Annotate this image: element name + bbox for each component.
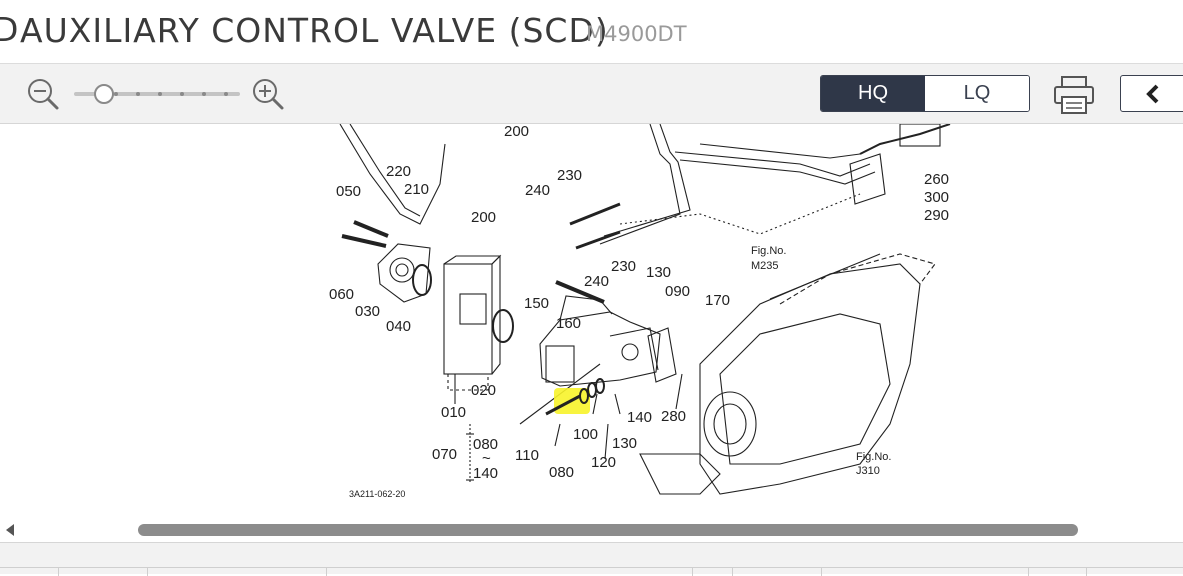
slider-tick (180, 92, 184, 96)
status-cell-divider (692, 568, 693, 576)
part-label[interactable]: 290 (924, 207, 949, 224)
part-label[interactable]: 080 (549, 464, 574, 481)
part-label[interactable]: 210 (404, 181, 429, 198)
part-label[interactable]: 220 (386, 163, 411, 180)
part-label[interactable]: 130 (646, 264, 671, 281)
drawing-id: 3A211-062-20 (349, 489, 405, 499)
status-cell-divider (1086, 568, 1087, 576)
part-label[interactable]: 140 (473, 465, 498, 482)
hq-button[interactable]: HQ (821, 76, 925, 111)
part-label[interactable]: 130 (612, 435, 637, 452)
quality-toggle: HQ LQ (820, 75, 1030, 112)
scroll-left-icon[interactable] (4, 523, 16, 537)
part-label[interactable]: 100 (573, 426, 598, 443)
slider-tick (158, 92, 162, 96)
status-cell-divider (732, 568, 733, 576)
zoom-out-icon (28, 79, 59, 110)
slider-tick (114, 92, 118, 96)
slider-tick (224, 92, 228, 96)
page-header: D AUXILIARY CONTROL VALVE (SCD) M4900DT (0, 0, 1183, 64)
model-label: M4900DT (586, 22, 687, 46)
exploded-view-drawing: 200 220 210 200 050 240 230 060 030 040 … (329, 124, 951, 499)
status-bar (0, 542, 1183, 576)
print-button[interactable] (1052, 75, 1096, 115)
zoom-in-icon (253, 79, 284, 110)
part-label[interactable]: 260 (924, 171, 949, 188)
truncated-glyph: D (0, 10, 19, 49)
zoom-slider-thumb[interactable] (94, 84, 114, 104)
status-cell-divider (58, 568, 59, 576)
status-cell-divider (147, 568, 148, 576)
part-label[interactable]: 230 (557, 167, 582, 184)
status-cell-divider (1028, 568, 1029, 576)
part-label[interactable]: 200 (471, 209, 496, 226)
figure-ref-link[interactable]: J310 (856, 465, 880, 477)
part-label[interactable]: 070 (432, 446, 457, 463)
status-cells (0, 567, 1183, 576)
zoom-slider[interactable] (74, 84, 240, 104)
slider-tick (202, 92, 206, 96)
zoom-in-button[interactable] (251, 77, 285, 111)
scrollbar-thumb[interactable] (138, 524, 1078, 536)
part-label[interactable]: 040 (386, 318, 411, 335)
part-label[interactable]: 240 (584, 273, 609, 290)
zoom-slider-track (74, 92, 240, 96)
lq-button[interactable]: LQ (925, 76, 1029, 111)
part-label[interactable]: 120 (591, 454, 616, 471)
part-label[interactable]: 150 (524, 295, 549, 312)
back-button[interactable] (1120, 75, 1183, 112)
part-label[interactable]: 230 (611, 258, 636, 275)
parts-diagram[interactable]: 200 220 210 200 050 240 230 060 030 040 … (0, 124, 1183, 518)
part-label[interactable]: 090 (665, 283, 690, 300)
part-label[interactable]: 030 (355, 303, 380, 320)
figure-ref-label: Fig.No. (856, 451, 891, 463)
horizontal-scrollbar[interactable] (0, 518, 1183, 542)
status-cell-divider (326, 568, 327, 576)
part-label[interactable]: 170 (705, 292, 730, 309)
part-label[interactable]: 140 (627, 409, 652, 426)
figure-ref-label: Fig.No. (751, 245, 786, 257)
slider-tick (136, 92, 140, 96)
part-label[interactable]: 050 (336, 183, 361, 200)
part-label[interactable]: 080 (473, 436, 498, 453)
printer-icon (1054, 76, 1094, 114)
part-label[interactable]: 010 (441, 404, 466, 421)
part-label[interactable]: 110 (515, 447, 539, 464)
zoom-out-button[interactable] (26, 77, 60, 111)
part-label[interactable]: 060 (329, 286, 354, 303)
status-cell-divider (821, 568, 822, 576)
part-label[interactable]: 200 (504, 124, 529, 140)
part-label[interactable]: 300 (924, 189, 949, 206)
toolbar: HQ LQ (0, 64, 1183, 124)
part-label[interactable]: 020 (471, 382, 496, 399)
part-label[interactable]: 160 (556, 315, 581, 332)
part-label[interactable]: 280 (661, 408, 686, 425)
page-title: AUXILIARY CONTROL VALVE (SCD) (20, 11, 609, 50)
part-label[interactable]: 240 (525, 182, 550, 199)
figure-ref-link[interactable]: M235 (751, 260, 779, 272)
range-tilde: ~ (482, 450, 491, 467)
chevron-left-icon (1146, 84, 1159, 104)
